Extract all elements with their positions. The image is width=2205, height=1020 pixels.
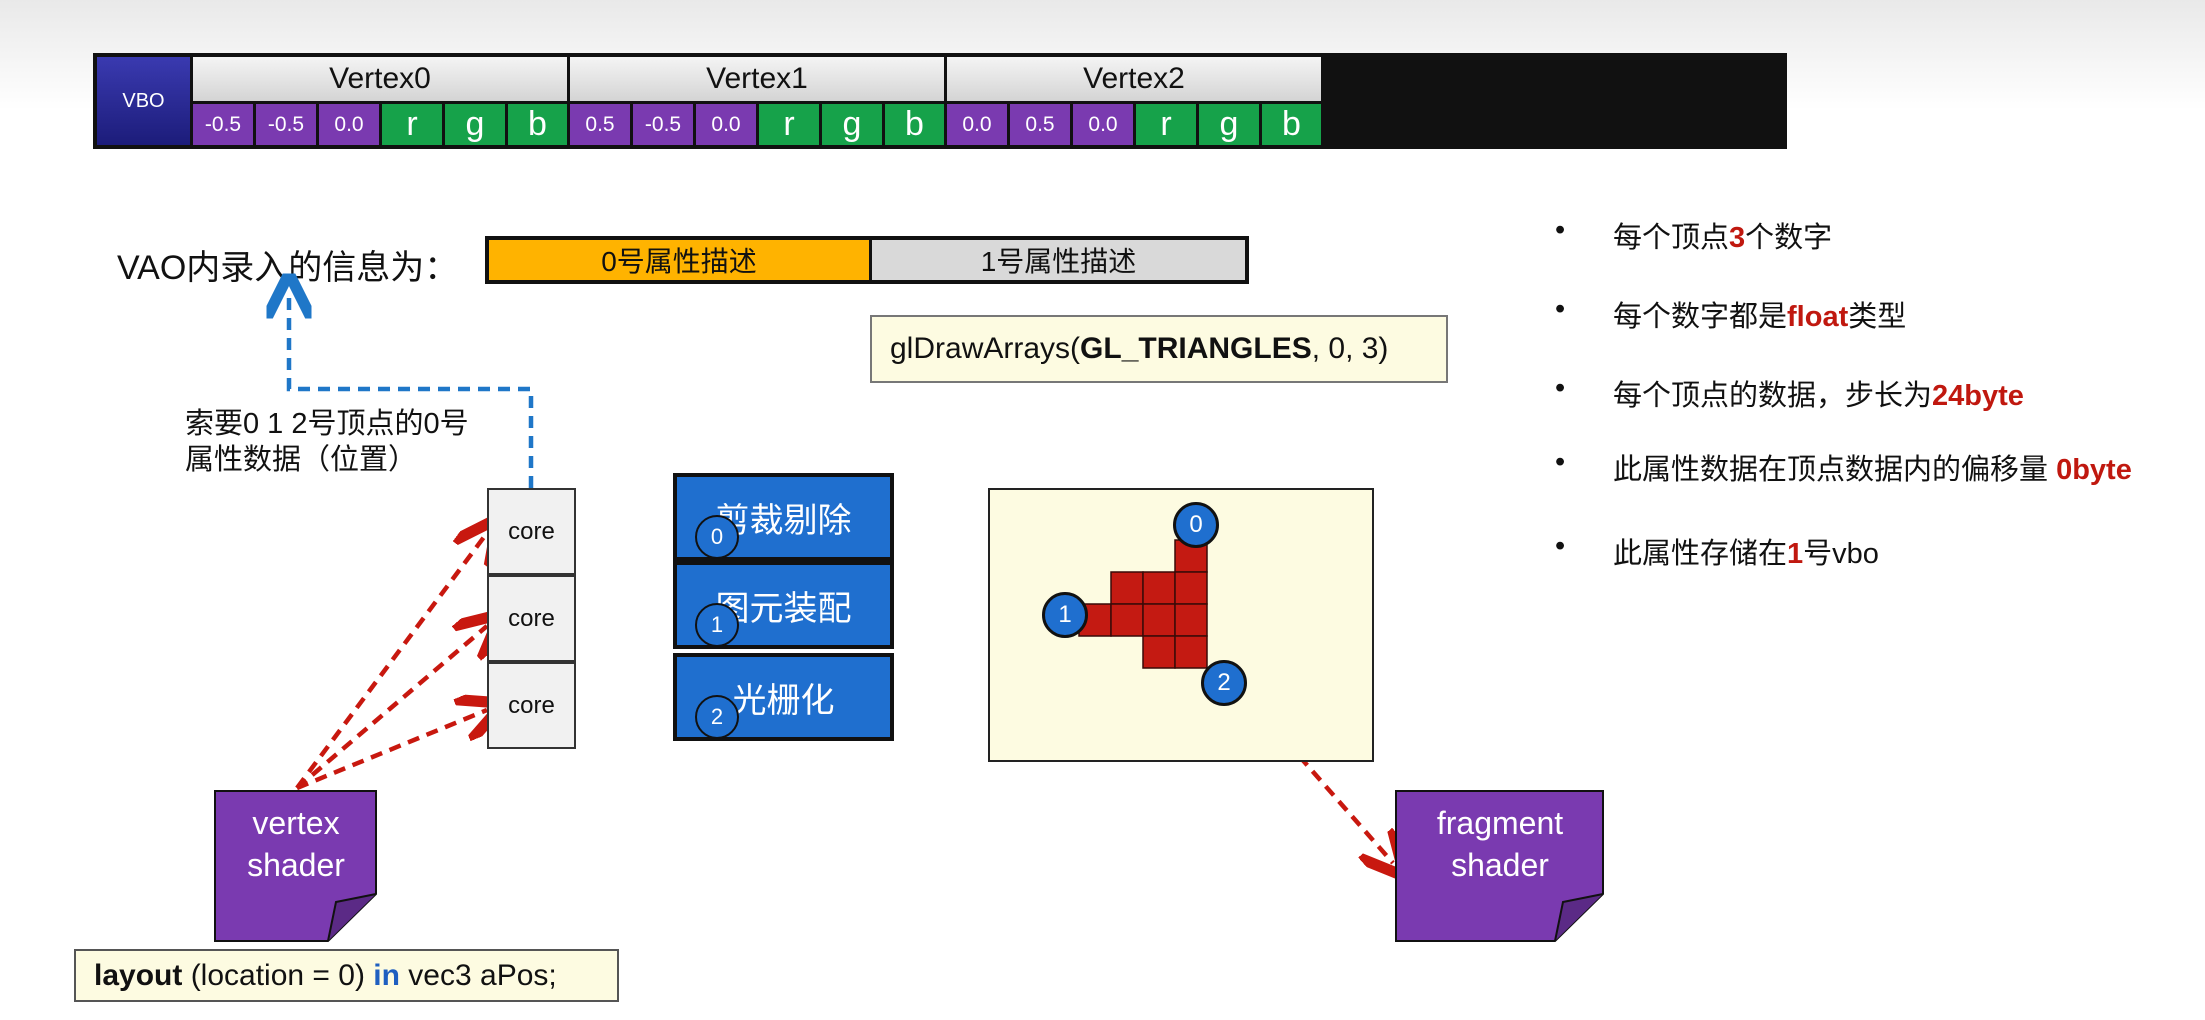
draw-call-prefix: glDrawArrays( — [890, 332, 1081, 365]
layout-declaration: vec3 aPos; — [399, 958, 557, 992]
pipeline-stage-clipping: 剪裁剔除 0 — [673, 473, 894, 561]
vbo-cell: r — [1133, 104, 1196, 145]
vbo-label: VBO — [97, 57, 190, 145]
fragment-shader-line-1: fragment — [1436, 805, 1564, 841]
attribute-1-description: 1号属性描述 — [872, 240, 1245, 280]
vbo-cell: b — [1259, 104, 1321, 145]
raster-canvas: 0 1 2 — [988, 488, 1374, 762]
pipeline-stage-rasterization: 光栅化 2 — [673, 653, 894, 741]
raster-vertex-2: 2 — [1201, 660, 1247, 706]
pipeline-stage-primitive-assembly: 图元装配 1 — [673, 561, 894, 649]
stage-label: 光栅化 — [732, 681, 835, 720]
vertex0-header: Vertex0 — [190, 57, 567, 101]
request-note: 索要0 1 2号顶点的0号 属性数据（位置） — [185, 406, 469, 478]
layout-code-box: layout (location = 0) in vec3 aPos; — [74, 949, 619, 1002]
vertex-shader-note: vertex shader — [214, 790, 378, 942]
core-slot: core — [487, 575, 576, 662]
fragment-shader-note: fragment shader — [1395, 790, 1605, 942]
core-slot: core — [487, 662, 576, 749]
vbo-cell: g — [819, 104, 882, 145]
draw-call-box: glDrawArrays(GL_TRIANGLES, 0, 3) — [870, 315, 1448, 383]
vbo-cell: -0.5 — [190, 104, 253, 145]
vbo-cell: -0.5 — [253, 104, 316, 145]
raster-vertex-0: 0 — [1173, 502, 1219, 548]
vbo-cell: 0.0 — [1070, 104, 1133, 145]
note-shape — [1395, 790, 1604, 942]
vbo-cell: 0.0 — [693, 104, 756, 145]
draw-call-mode: GL_TRIANGLES — [1080, 332, 1312, 365]
vbo-cell: b — [882, 104, 944, 145]
shader-to-core-arrow — [295, 533, 487, 790]
request-arrow — [289, 296, 534, 488]
fragment-shader-line-2: shader — [1451, 847, 1549, 883]
vertex2-header: Vertex2 — [944, 57, 1321, 101]
shader-to-core-arrow — [295, 626, 487, 790]
core-slot: core — [487, 488, 576, 575]
vbo-cell: 0.0 — [316, 104, 379, 145]
vao-attribute-bar: 0号属性描述 1号属性描述 — [485, 236, 1249, 284]
note-shape — [214, 790, 377, 942]
vbo-cell: 0.0 — [944, 104, 1007, 145]
vertex1-header: Vertex1 — [567, 57, 944, 101]
request-line-1: 索要0 1 2号顶点的0号 — [185, 408, 469, 440]
vbo-cell: g — [1196, 104, 1259, 145]
in-keyword: in — [373, 958, 400, 992]
vbo-cell: 0.5 — [567, 104, 630, 145]
vbo-cell: r — [756, 104, 819, 145]
stage-index-badge: 1 — [695, 603, 739, 647]
vbo-table: VBO Vertex0 Vertex1 Vertex2 -0.5 -0.5 0.… — [93, 53, 1787, 149]
vertex-shader-line-1: vertex — [252, 805, 340, 841]
layout-location: (location = 0) — [182, 958, 374, 992]
stage-index-badge: 2 — [695, 695, 739, 739]
request-line-2: 属性数据（位置） — [185, 444, 418, 476]
vbo-cell: r — [379, 104, 442, 145]
stage-index-badge: 0 — [695, 515, 739, 559]
vertex-shader-line-2: shader — [247, 847, 345, 883]
vbo-cell: g — [442, 104, 505, 145]
attribute-0-description: 0号属性描述 — [489, 240, 872, 280]
raster-vertex-1: 1 — [1042, 592, 1088, 638]
layout-keyword: layout — [94, 958, 183, 992]
draw-call-suffix: , 0, 3) — [1311, 332, 1389, 365]
vbo-cell: 0.5 — [1007, 104, 1070, 145]
vbo-cell: -0.5 — [630, 104, 693, 145]
shader-to-core-arrow — [296, 710, 487, 791]
vbo-cell: b — [505, 104, 567, 145]
